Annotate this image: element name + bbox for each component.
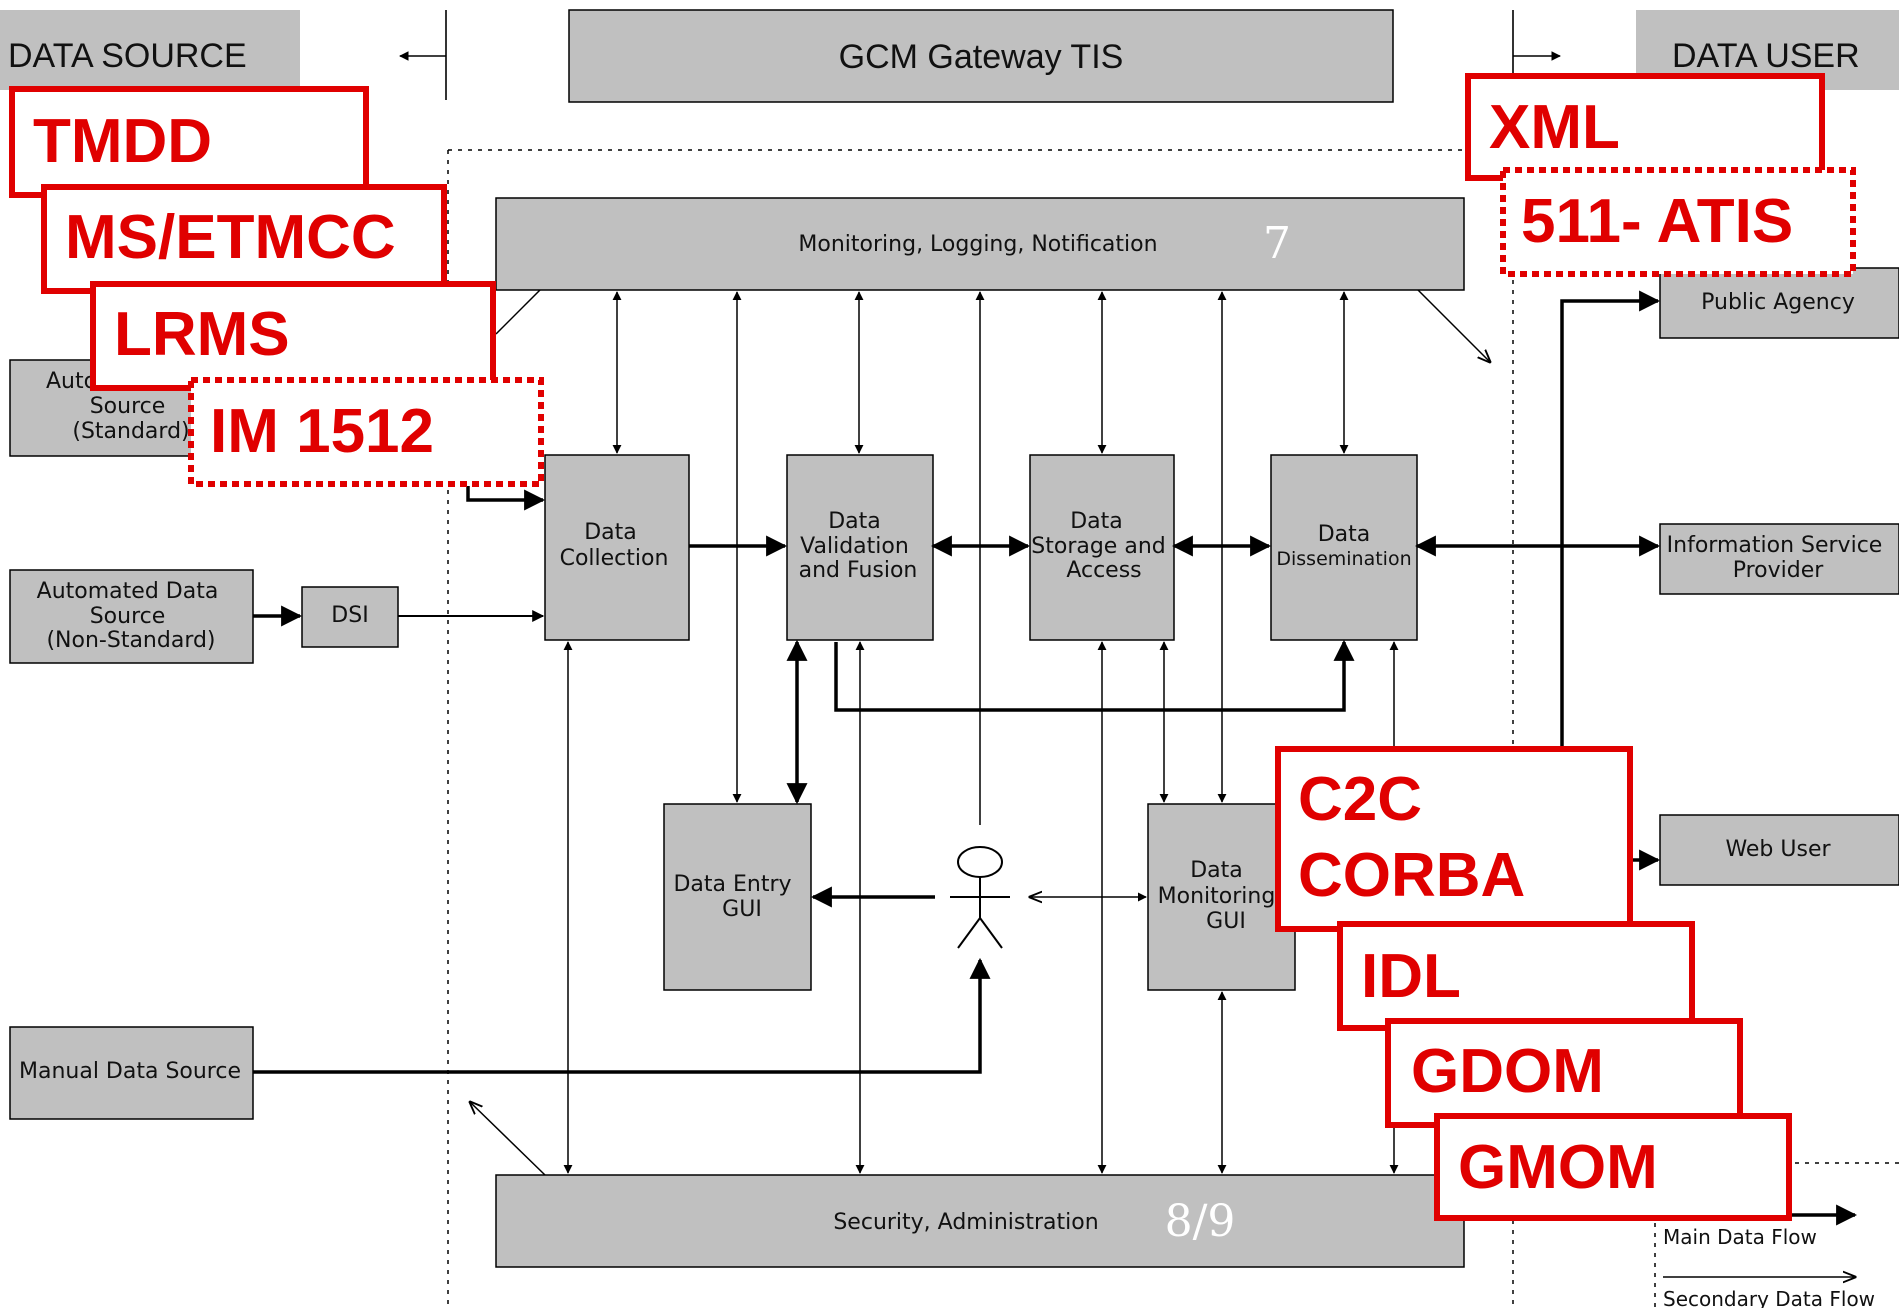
data-validation-label: Data Validation and Fusion bbox=[799, 509, 918, 583]
tag-lrms-label: LRMS bbox=[114, 300, 290, 369]
tag-ms-etmcc: MS/ETMCC bbox=[41, 184, 447, 294]
tag-idl: IDL bbox=[1337, 921, 1695, 1031]
tag-lrms: LRMS bbox=[90, 281, 496, 391]
tag-im1512: IM 1512 bbox=[188, 377, 544, 487]
data-entry-gui-box: Data Entry GUI bbox=[663, 803, 812, 991]
header-data-source-label: DATA SOURCE bbox=[8, 37, 247, 75]
isp-box: Information Service Provider bbox=[1659, 523, 1899, 595]
automated-source-nonstandard-box: Automated Data Source (Non-Standard) bbox=[9, 569, 254, 664]
header-gateway: GCM Gateway TIS bbox=[568, 9, 1394, 103]
data-collection-label: Data Collection bbox=[560, 520, 669, 571]
automated-source-nonstandard-label: Automated Data Source (Non-Standard) bbox=[37, 579, 226, 653]
tag-c2c-label: C2C bbox=[1298, 765, 1422, 834]
automated-source-standard-label: Auto Source (Standard) bbox=[46, 369, 190, 444]
dsi-label: DSI bbox=[331, 603, 368, 628]
tag-tmdd-label: TMDD bbox=[33, 107, 212, 176]
tag-tmdd: TMDD bbox=[9, 86, 369, 198]
security-bar: Security, Administration 8/9 bbox=[495, 1174, 1465, 1268]
header-data-user-label: DATA USER bbox=[1672, 37, 1860, 75]
tag-xml-label: XML bbox=[1489, 93, 1620, 162]
tag-corba-label: CORBA bbox=[1298, 841, 1525, 910]
legend-secondary-label: Secondary Data Flow bbox=[1663, 1287, 1875, 1308]
data-collection-box: Data Collection bbox=[544, 454, 690, 641]
tag-im1512-label: IM 1512 bbox=[210, 397, 434, 466]
tag-idl-label: IDL bbox=[1361, 942, 1461, 1011]
data-dissemination-label-2: Dissemination bbox=[1276, 548, 1411, 570]
web-user-label: Web User bbox=[1725, 837, 1831, 862]
data-validation-box: Data Validation and Fusion bbox=[786, 454, 934, 641]
data-dissemination-label-1: Data bbox=[1318, 522, 1371, 547]
public-agency-box: Public Agency bbox=[1659, 267, 1899, 339]
tag-ms-etmcc-label: MS/ETMCC bbox=[65, 203, 396, 272]
legend-main-label: Main Data Flow bbox=[1663, 1225, 1817, 1249]
monitoring-bar-number: 7 bbox=[1263, 218, 1291, 269]
dsi-box: DSI bbox=[301, 586, 399, 648]
tag-511-atis: 511- ATIS bbox=[1500, 167, 1856, 277]
tag-gdom: GDOM bbox=[1385, 1018, 1743, 1128]
tag-511-atis-label: 511- ATIS bbox=[1521, 187, 1793, 256]
monitoring-bar-label: Monitoring, Logging, Notification bbox=[798, 232, 1157, 257]
manual-source-label: Manual Data Source bbox=[19, 1059, 241, 1084]
security-bar-label: Security, Administration bbox=[833, 1210, 1098, 1235]
data-entry-gui-label: Data Entry GUI bbox=[673, 872, 798, 922]
public-agency-label: Public Agency bbox=[1701, 290, 1855, 315]
header-gateway-label: GCM Gateway TIS bbox=[839, 38, 1124, 76]
legend: Main Data Flow Secondary Data Flow bbox=[1663, 1225, 1875, 1308]
data-monitoring-gui-box: Data Monitoring GUI bbox=[1147, 803, 1296, 991]
data-storage-label: Data Storage and Access bbox=[1031, 509, 1172, 583]
web-user-box: Web User bbox=[1659, 814, 1899, 886]
tag-gdom-label: GDOM bbox=[1411, 1037, 1604, 1106]
tag-gmom-label: GMOM bbox=[1458, 1133, 1658, 1202]
data-monitoring-gui-label: Data Monitoring GUI bbox=[1158, 858, 1283, 934]
header-data-source: DATA SOURCE bbox=[0, 10, 300, 90]
data-dissemination-box: Data Dissemination bbox=[1270, 454, 1418, 641]
data-storage-box: Data Storage and Access bbox=[1029, 454, 1175, 641]
operator-icon bbox=[950, 846, 1010, 949]
tag-xml: XML bbox=[1465, 73, 1825, 181]
tag-gmom: GMOM bbox=[1434, 1113, 1792, 1221]
security-bar-number: 8/9 bbox=[1165, 1196, 1236, 1247]
tag-c2c-corba: C2C CORBA bbox=[1275, 746, 1633, 932]
isp-label: Information Service Provider bbox=[1667, 533, 1890, 583]
monitoring-bar: Monitoring, Logging, Notification 7 bbox=[495, 197, 1465, 291]
manual-source-box: Manual Data Source bbox=[9, 1026, 254, 1120]
